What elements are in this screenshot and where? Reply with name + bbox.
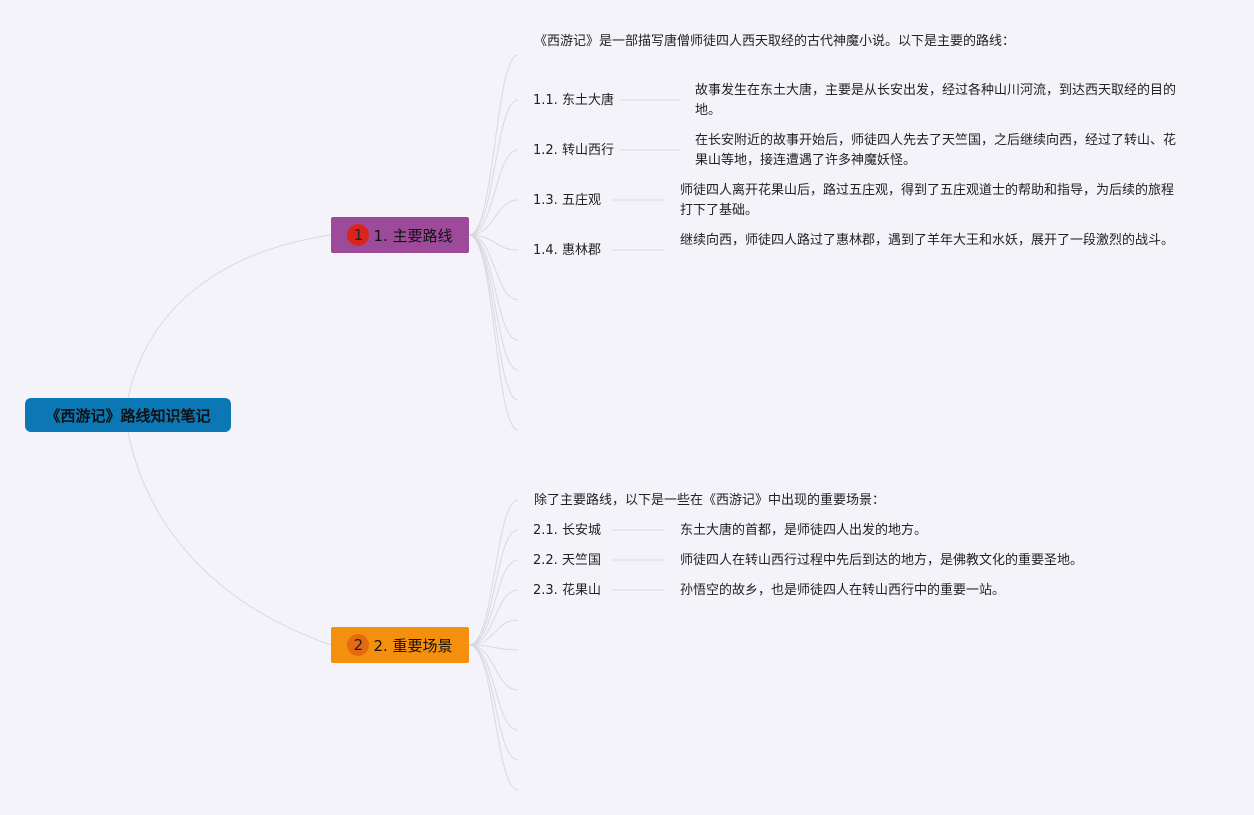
topic-2-3[interactable]: 2.3. 花果山	[533, 583, 601, 598]
main-route-intro[interactable]: 《西游记》是一部描写唐僧师徒四人西天取经的古代神魔小说。以下是主要的路线：	[534, 34, 1016, 49]
topic-2-1[interactable]: 2.1. 长安城	[533, 523, 601, 538]
connector-12	[468, 559, 519, 646]
connector-1	[468, 99, 519, 236]
connector-15	[468, 644, 519, 651]
topic-2-1-desc[interactable]: 东土大唐的首都，是师徒四人出发的地方。	[680, 523, 928, 538]
connector-3	[468, 199, 519, 236]
connector-2	[468, 149, 519, 236]
connector-14	[468, 619, 519, 646]
topic-1-3-desc[interactable]: 师徒四人离开花果山后，路过五庄观，得到了五庄观道士的帮助和指导，为后续的旅程打下…	[680, 183, 1175, 218]
topic-1-1[interactable]: 1.1. 东土大唐	[533, 93, 614, 108]
connector-5	[468, 234, 519, 301]
topic-2-2[interactable]: 2.2. 天竺国	[533, 553, 601, 568]
root-to-branch-2	[127, 431, 332, 646]
key-scenes-intro[interactable]: 除了主要路线，以下是一些在《西游记》中出现的重要场景：	[534, 493, 886, 508]
topic-2-3-desc[interactable]: 孙悟空的故乡，也是师徒四人在转山西行中的重要一站。	[680, 583, 1006, 598]
priority-1-icon: 1	[347, 224, 370, 246]
connector-16	[468, 644, 519, 691]
connector-13	[468, 589, 519, 646]
root-to-branch-1	[127, 234, 332, 399]
topic-1-4[interactable]: 1.4. 惠林郡	[533, 243, 601, 258]
connector-8	[468, 234, 519, 401]
connector-0	[468, 54, 519, 236]
priority-2-icon: 2	[347, 634, 370, 656]
topic-1-2-desc[interactable]: 在长安附近的故事开始后，师徒四人先去了天竺国，之后继续向西，经过了转山、花果山等…	[695, 133, 1177, 168]
branch-key-scenes-label: 2. 重要场景	[373, 636, 453, 655]
root-topic-label: 《西游记》路线知识笔记	[45, 406, 211, 425]
connector-10	[468, 499, 519, 646]
connector-4	[468, 234, 519, 251]
connector-11	[468, 529, 519, 646]
connector-18	[468, 644, 519, 761]
topic-1-3[interactable]: 1.3. 五庄观	[533, 193, 601, 208]
branch-key-scenes[interactable]: 2 2. 重要场景	[331, 627, 469, 663]
connector-7	[468, 234, 519, 371]
topic-1-1-desc[interactable]: 故事发生在东土大唐，主要是从长安出发，经过各种山川河流，到达西天取经的目的地。	[695, 83, 1177, 118]
topic-1-4-desc[interactable]: 继续向西，师徒四人路过了惠林郡，遇到了羊年大王和水妖，展开了一段激烈的战斗。	[680, 233, 1175, 248]
connector-9	[468, 234, 519, 431]
topic-1-2[interactable]: 1.2. 转山西行	[533, 143, 614, 158]
branch-main-route-label: 1. 主要路线	[373, 226, 453, 245]
connector-19	[468, 644, 519, 791]
topic-2-2-desc[interactable]: 师徒四人在转山西行过程中先后到达的地方，是佛教文化的重要圣地。	[680, 553, 1084, 568]
branch-main-route[interactable]: 1 1. 主要路线	[331, 217, 469, 253]
connector-17	[468, 644, 519, 731]
root-topic[interactable]: 《西游记》路线知识笔记	[25, 398, 231, 432]
